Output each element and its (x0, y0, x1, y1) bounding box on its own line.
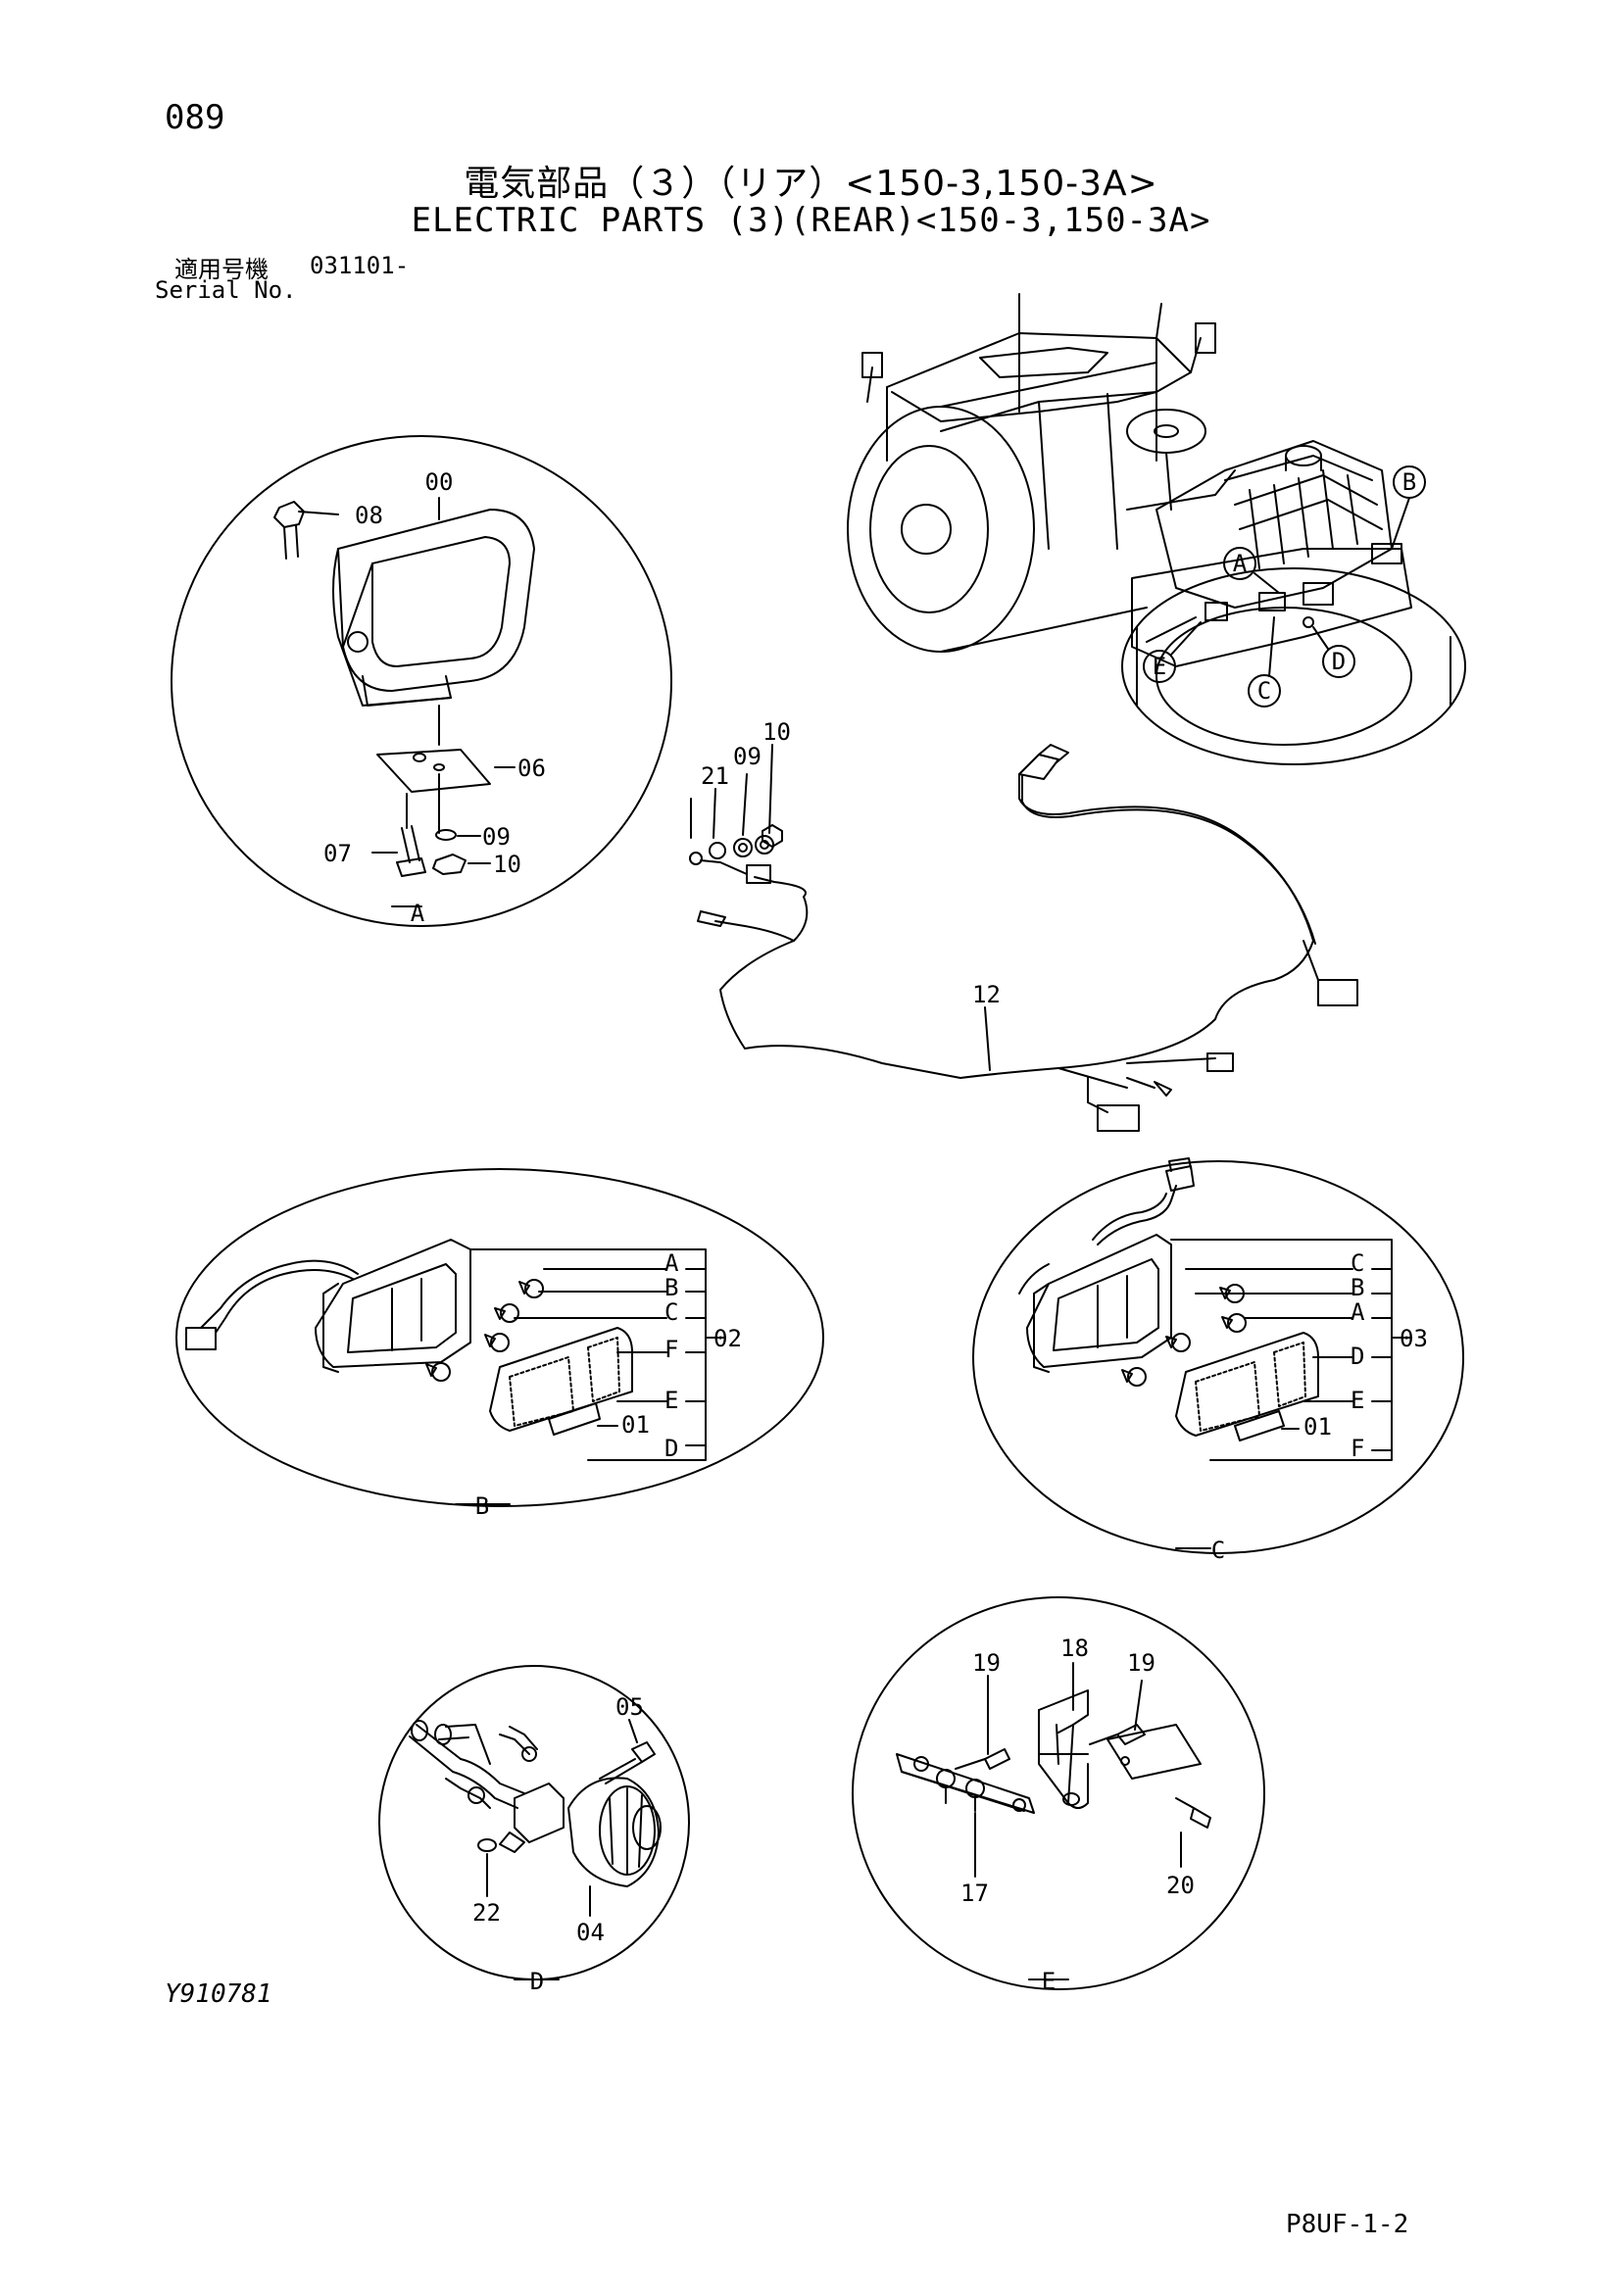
lens-part-number: 01 (1303, 1413, 1332, 1441)
part-number: 08 (355, 502, 383, 529)
lamp-letter: B (1351, 1274, 1364, 1301)
detail-a-work-light (171, 435, 672, 927)
detail-e-labels: 18 19 19 17 20 E (960, 1635, 1195, 1995)
sheet-code: P8UF-1-2 (1286, 2210, 1409, 2239)
detail-letter: A (411, 900, 425, 927)
lamp-letter: E (1351, 1387, 1364, 1414)
lamp-letter: C (664, 1298, 678, 1326)
detail-letter: C (1211, 1537, 1225, 1564)
assembly-number: 02 (713, 1325, 742, 1352)
page-title-japanese: 電気部品（３）（リア）<150-3,150-3A> (464, 164, 1158, 204)
part-number: 00 (425, 468, 454, 496)
detail-letter: E (1042, 1968, 1056, 1995)
part-number: 22 (472, 1899, 501, 1927)
part-number: 09 (733, 743, 762, 770)
part-number: 20 (1166, 1872, 1195, 1899)
lamp-letter: A (664, 1249, 679, 1277)
part-number: 05 (615, 1693, 644, 1721)
serial-label-english: Serial No. (155, 276, 297, 304)
detail-b-rear-lamp (175, 1168, 824, 1507)
lens-part-number: 01 (621, 1411, 650, 1439)
page-number: 089 (165, 98, 225, 137)
callout-letter: A (1233, 550, 1248, 577)
callout-letter: D (1332, 648, 1346, 675)
assembly-number: 03 (1400, 1325, 1428, 1352)
drawing-number: Y910781 (165, 1979, 272, 2009)
machine-callout-letters: A B C D E (1153, 468, 1416, 705)
page-title-english: ELECTRIC PARTS (3)(REAR)<150-3,150-3A> (411, 201, 1211, 240)
detail-c-labels: C B A D E F 03 01 C (1211, 1249, 1428, 1564)
detail-c-rear-lamp (972, 1157, 1464, 1554)
serial-value: 031101- (310, 252, 410, 279)
lamp-letter: F (1351, 1435, 1364, 1462)
detail-b-labels: A B C F E D 02 01 B (475, 1249, 742, 1520)
detail-letter: B (475, 1492, 489, 1520)
lamp-letter: C (1351, 1249, 1364, 1277)
detail-d-labels: 05 22 04 D (472, 1693, 644, 1995)
lamp-letter: A (1351, 1298, 1365, 1326)
detail-e-bracket (852, 1596, 1265, 1990)
part-number: 12 (972, 981, 1001, 1008)
detail-d-beacon (378, 1665, 690, 1980)
machine-callouts (1143, 465, 1426, 708)
callout-letter: E (1153, 653, 1166, 680)
part-number: 06 (517, 755, 546, 782)
lamp-letter: D (664, 1435, 678, 1462)
part-number: 09 (482, 823, 511, 851)
lamp-letter: F (664, 1336, 678, 1363)
part-number: 17 (960, 1880, 989, 1907)
part-number: 04 (576, 1919, 605, 1946)
part-number: 18 (1060, 1635, 1089, 1662)
callout-letter: C (1257, 677, 1271, 705)
harness-leader (984, 1006, 991, 1071)
wire-harness-illustration (689, 744, 1358, 1132)
part-number: 21 (701, 762, 729, 790)
harness-labels: 10 09 21 12 (701, 718, 1001, 1008)
serial-label-japanese: 適用号機 (174, 256, 269, 283)
detail-letter: D (530, 1968, 544, 1995)
part-number: 10 (762, 718, 791, 746)
roller-machine-illustration (847, 293, 1466, 765)
lamp-letter: B (664, 1274, 678, 1301)
detail-a-labels: 00 08 06 09 07 10 A (323, 468, 546, 927)
callout-letter: B (1402, 468, 1416, 496)
lamp-letter: D (1351, 1343, 1364, 1370)
part-number: 19 (1127, 1649, 1155, 1677)
part-number: 19 (972, 1649, 1001, 1677)
lamp-letter: E (664, 1387, 678, 1414)
part-number: 10 (493, 851, 521, 878)
part-number: 07 (323, 840, 352, 867)
